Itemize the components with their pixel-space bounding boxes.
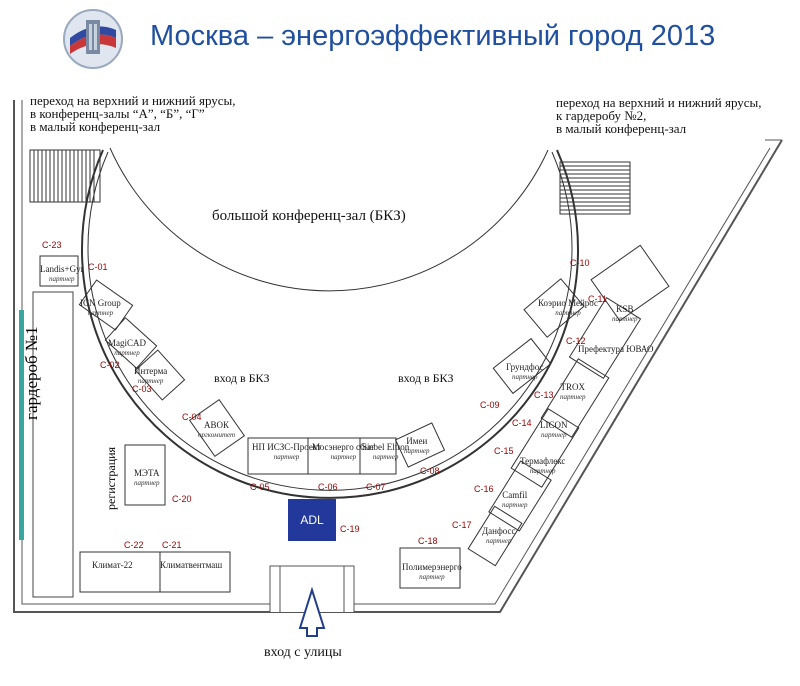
entrance-bkz-right: вход в БКЗ <box>398 371 454 385</box>
booth-code: C-05 <box>250 482 270 492</box>
booth-code: C-04 <box>182 412 202 422</box>
booth-code: C-20 <box>172 494 192 504</box>
booth-code: C-19 <box>340 524 360 534</box>
booth-code: C-03 <box>132 384 152 394</box>
booth-code: C-11 <box>588 294 607 304</box>
booth-code: C-22 <box>124 540 144 550</box>
logo-icon <box>62 8 124 70</box>
booth-code: C-06 <box>318 482 338 492</box>
booth-code: C-23 <box>42 240 62 250</box>
entrance-arrow-icon <box>298 586 326 637</box>
booth-code: C-21 <box>162 540 182 550</box>
booth-code: C-18 <box>418 536 438 546</box>
cloakroom-label: гардероб №1 <box>22 326 41 420</box>
page-title: Москва – энергоэффективный город 2013 <box>150 20 716 52</box>
booth-code: C-10 <box>570 258 590 268</box>
booth-code: C-13 <box>534 390 554 400</box>
entrance-bkz-left: вход в БКЗ <box>214 371 270 385</box>
booth-code: C-14 <box>512 418 532 428</box>
note-top-right: переход на верхний и нижний ярусы, к гар… <box>556 95 762 136</box>
booth-code: C-15 <box>494 446 514 456</box>
booth-name: Климатвентмаш <box>160 560 223 570</box>
booth-code: C-07 <box>366 482 386 492</box>
registration-label: регистрация <box>104 446 118 510</box>
adl-logo: ADL <box>288 499 336 541</box>
booth-code: C-02 <box>100 360 120 370</box>
street-entrance-label: вход с улицы <box>264 645 342 660</box>
booth-code: C-17 <box>452 520 472 530</box>
booth-code: C-16 <box>474 484 494 494</box>
booth-code: C-01 <box>88 262 108 272</box>
note-top-left: переход на верхний и нижний ярусы, в кон… <box>30 93 236 134</box>
booth-code: C-09 <box>480 400 500 410</box>
booth-code: C-08 <box>420 466 440 476</box>
booth-name: Префектура ЮВАО <box>578 344 654 354</box>
booth-code: C-12 <box>566 336 586 346</box>
stairs-right <box>559 161 631 215</box>
hall-label: большой конференц-зал (БКЗ) <box>212 208 406 224</box>
booth-name: Климат-22 <box>92 560 133 570</box>
stairs-left <box>29 149 101 203</box>
